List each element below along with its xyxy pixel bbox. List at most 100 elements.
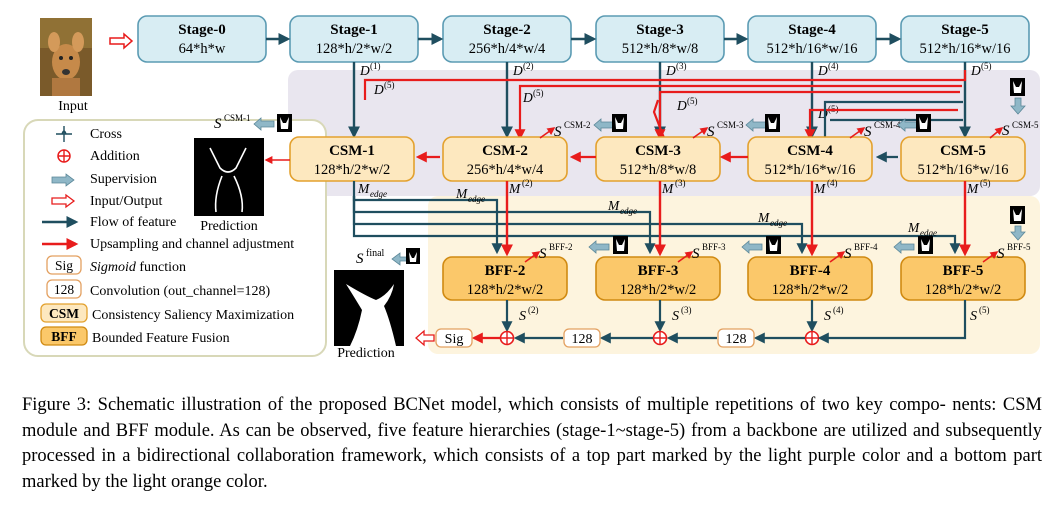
- csm-box-text: CSM: [49, 306, 79, 321]
- csm-1-gt-mask: [277, 114, 292, 132]
- d5-extra-text-3: D: [817, 106, 828, 121]
- bff-5-gt: [1010, 206, 1026, 241]
- stage-0-box-title: Stage-0: [178, 22, 226, 38]
- conv-128-box-2-text: 128: [726, 332, 747, 347]
- csm-5-s: S: [1002, 123, 1010, 139]
- s-text-2: S: [519, 309, 526, 324]
- csm-3-s: S: [707, 124, 715, 140]
- legend-label-5: Upsampling and channel adjustment: [90, 237, 294, 252]
- csm-1-box: CSM-1 128*h/2*w/2: [289, 136, 415, 182]
- d-label-1-text: D: [359, 63, 370, 78]
- d-label-3-text: D: [665, 63, 676, 78]
- legend-item-4: Flow of feature: [42, 215, 176, 230]
- input-label: Input: [58, 99, 88, 114]
- conv-128-box-1: 128: [563, 328, 601, 348]
- m-sup-5: (5): [980, 178, 991, 188]
- s-final-mask: [406, 248, 420, 264]
- legend-label-9: Bounded Feature Fusion: [92, 331, 230, 346]
- legend-label-8: Consistency Saliency Maximization: [92, 308, 294, 323]
- m-edge-text-4: M: [757, 210, 770, 225]
- csm-3-box-dims: 512*h/8*w/8: [620, 162, 697, 178]
- s-text-3: S: [672, 309, 679, 324]
- bff-5-output-arrow: [982, 251, 999, 263]
- csm-5-supervision-arrow: [1010, 97, 1026, 115]
- m-sup-4: (4): [827, 178, 838, 188]
- conv-128-box-1-text: 128: [572, 332, 593, 347]
- s-text-5: S: [970, 309, 977, 324]
- bff-2-s: S: [539, 246, 547, 262]
- csm-3-output-arrow: [692, 127, 709, 139]
- csm-4-supervision-arrow: [897, 118, 919, 132]
- csm-3-supervision-arrow: [745, 118, 767, 132]
- bff-4-box-title: BFF-4: [790, 263, 831, 279]
- stage-0-box-dims: 64*h*w: [179, 41, 226, 57]
- bff-3-box-dims: 128*h/2*w/2: [620, 282, 697, 298]
- csm-5-box-dims: 512*h/16*w/16: [917, 162, 1008, 178]
- bff-4-supervision-arrow: [893, 240, 915, 254]
- csm-2-output-arrow: [539, 127, 556, 139]
- d-label-4-text: D: [817, 63, 828, 78]
- sig-box: Sig: [435, 328, 473, 348]
- s-sup-3: (3): [681, 305, 692, 315]
- d5-extra-text-2: D: [676, 98, 687, 113]
- d5-extra-text-0: D: [373, 82, 384, 97]
- add-3-icon: [652, 330, 668, 346]
- s-final-s: S: [356, 251, 364, 267]
- m-edge-sub-5: edge: [920, 228, 937, 238]
- legend-item-8: CSM Consistency Saliency Maximization: [40, 303, 294, 323]
- input-photo: [40, 18, 92, 96]
- bff-5-s: S: [997, 246, 1005, 262]
- m-edge-text-csm1: M: [357, 181, 370, 196]
- stage-4-box-title: Stage-4: [788, 22, 836, 38]
- d-label-1-sup: (1): [370, 61, 381, 71]
- legend-label-2: Supervision: [90, 172, 157, 187]
- legend-label-1: Addition: [90, 149, 140, 164]
- m-edge-text-5: M: [907, 220, 920, 235]
- caption-line-2: nents: CSM module and BFF module. As can…: [22, 395, 1042, 441]
- stage-1-box-dims: 128*h/2*w/2: [316, 41, 393, 57]
- stage-2-box-title: Stage-2: [483, 22, 531, 38]
- figure-caption: Figure 3: Schematic illustration of the …: [22, 393, 1042, 495]
- m-edge-line-5: [352, 196, 961, 255]
- bff-2-s-sup: BFF-2: [549, 242, 573, 252]
- legend-label-6: Sigmoid function: [90, 260, 186, 275]
- bff-5-to-add-4: [817, 300, 967, 344]
- csm-box: CSM: [40, 303, 88, 323]
- conv-box-text: 128: [54, 282, 75, 297]
- m-sup-3: (3): [675, 178, 686, 188]
- csm-4-gt-mask: [916, 114, 931, 132]
- conv-128-box-2: 128: [717, 328, 755, 348]
- csm-1-box-dims: 128*h/2*w/2: [314, 162, 391, 178]
- csm-2-box-title: CSM-2: [482, 143, 528, 159]
- d-label-4: D(4): [817, 61, 839, 78]
- s-sup-5: (5): [979, 305, 990, 315]
- m-edge-text-3: M: [607, 198, 620, 213]
- csm-1-box-title: CSM-1: [329, 143, 375, 159]
- bff-5-box-title: BFF-5: [943, 263, 984, 279]
- csm-1-supervision-arrow: [253, 117, 275, 131]
- csm-2-gt-mask: [612, 114, 627, 132]
- csm-3-gt-mask: [765, 114, 780, 132]
- legend-item-1: Addition: [57, 149, 140, 164]
- conv-box: 128: [46, 279, 82, 299]
- csm-1-s-sup: CSM-1: [224, 113, 251, 123]
- prediction-label-bottom: Prediction: [337, 346, 395, 361]
- sig-to-prediction-arrow: [415, 329, 435, 347]
- bff-3-gt-mask: [766, 236, 781, 254]
- m-label-2: M(2): [508, 178, 533, 196]
- csm-5-output-arrow: [989, 126, 1004, 139]
- csm-4-box-dims: 512*h/16*w/16: [764, 162, 855, 178]
- prediction-label-top: Prediction: [200, 219, 258, 234]
